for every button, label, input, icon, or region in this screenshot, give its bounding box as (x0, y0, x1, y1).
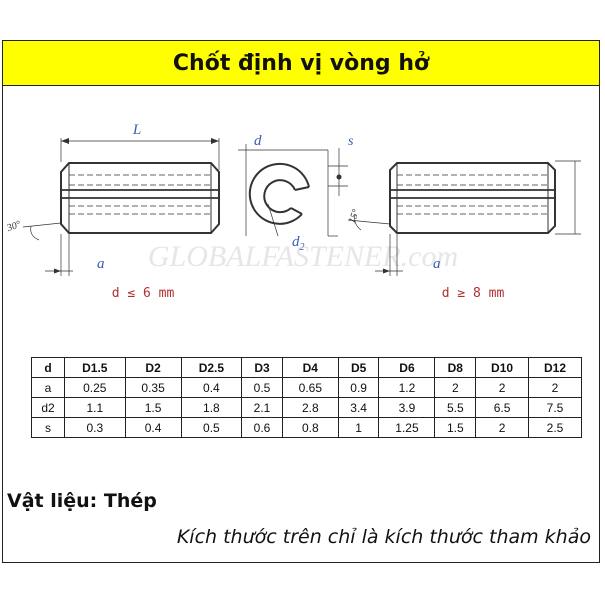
table-cell: 2 (528, 377, 582, 398)
table-cell: s (31, 417, 65, 438)
right-pin-view (347, 160, 581, 276)
page-title: Chốt định vị vòng hở (172, 50, 430, 76)
label-L: L (132, 122, 141, 138)
table-cell: 1.2 (378, 377, 436, 398)
table-cell: 0.6 (241, 417, 283, 438)
table-cell: 2 (475, 377, 530, 398)
table-header-cell: D5 (337, 357, 380, 378)
label-a-left: a (97, 256, 105, 272)
reference-note: Kích thước trên chỉ là kích thước tham k… (176, 526, 591, 548)
table-cell: 2.5 (528, 417, 582, 438)
label-d2-sub: 2 (300, 242, 305, 253)
label-angle-30: 30° (5, 219, 23, 234)
table-cell: 1.8 (180, 397, 243, 418)
table-cell: 0.25 (64, 377, 126, 398)
label-s: s (348, 134, 354, 149)
table-cell: 0.4 (180, 377, 243, 398)
left-pin-view (22, 138, 220, 276)
table-cell: 3.9 (378, 397, 436, 418)
table-cell: 0.65 (281, 377, 339, 398)
material-text: Vật liệu: Thép (7, 490, 157, 512)
table-header-cell: D6 (378, 357, 436, 378)
table-cell: 0.5 (180, 417, 243, 438)
table-cell: 0.35 (124, 377, 182, 398)
table-cell: 0.4 (124, 417, 182, 438)
table-header-cell: D2 (124, 357, 182, 378)
table-cell: 7.5 (528, 397, 582, 418)
table-cell: 1.25 (378, 417, 436, 438)
label-angle-15: 15° (347, 208, 362, 225)
table-header-cell: D3 (241, 357, 283, 378)
caption-left: d ≤ 6 mm (112, 286, 175, 301)
table-cell: 1 (337, 417, 380, 438)
table-header-cell: D2.5 (180, 357, 243, 378)
table-cell: 3.4 (337, 397, 380, 418)
label-d2: d2 (292, 234, 305, 253)
table-cell: a (31, 377, 65, 398)
table-header-cell: D10 (475, 357, 530, 378)
watermark-text: GLOBALFASTENER.com (148, 240, 458, 273)
table-cell: 2 (475, 417, 530, 438)
table-cell: 2.1 (241, 397, 283, 418)
table-cell: 0.8 (281, 417, 339, 438)
table-cell: 1.5 (434, 417, 477, 438)
table-cell: 5.5 (434, 397, 477, 418)
table-cell: 0.5 (241, 377, 283, 398)
title-bar: Chốt định vị vòng hở (2, 40, 600, 86)
table-cell: 1.1 (64, 397, 126, 418)
label-a-right: a (433, 256, 441, 272)
drawing-svg: GLOBALFASTENER.com (5, 122, 581, 301)
table-header-cell: D4 (281, 357, 339, 378)
ring-end-view (238, 144, 348, 237)
table-cell: 1.5 (124, 397, 182, 418)
table-header-cell: D8 (434, 357, 477, 378)
table-cell: 2 (434, 377, 477, 398)
bottom-section: Vật liệu: Thép Kích thước trên chỉ là kí… (3, 480, 599, 562)
table-header-cell: D12 (528, 357, 582, 378)
table-cell: 0.3 (64, 417, 126, 438)
table-header-cell: d (31, 357, 65, 378)
label-d: d (254, 133, 262, 149)
table-cell: 2.8 (281, 397, 339, 418)
caption-right: d ≥ 8 mm (442, 286, 505, 301)
label-d2-main: d (292, 234, 300, 250)
technical-drawing: GLOBALFASTENER.com (3, 86, 599, 316)
table-cell: 6.5 (475, 397, 530, 418)
table-header-cell: D1.5 (64, 357, 126, 378)
table-cell: 0.9 (337, 377, 380, 398)
table-cell: d2 (31, 397, 65, 418)
